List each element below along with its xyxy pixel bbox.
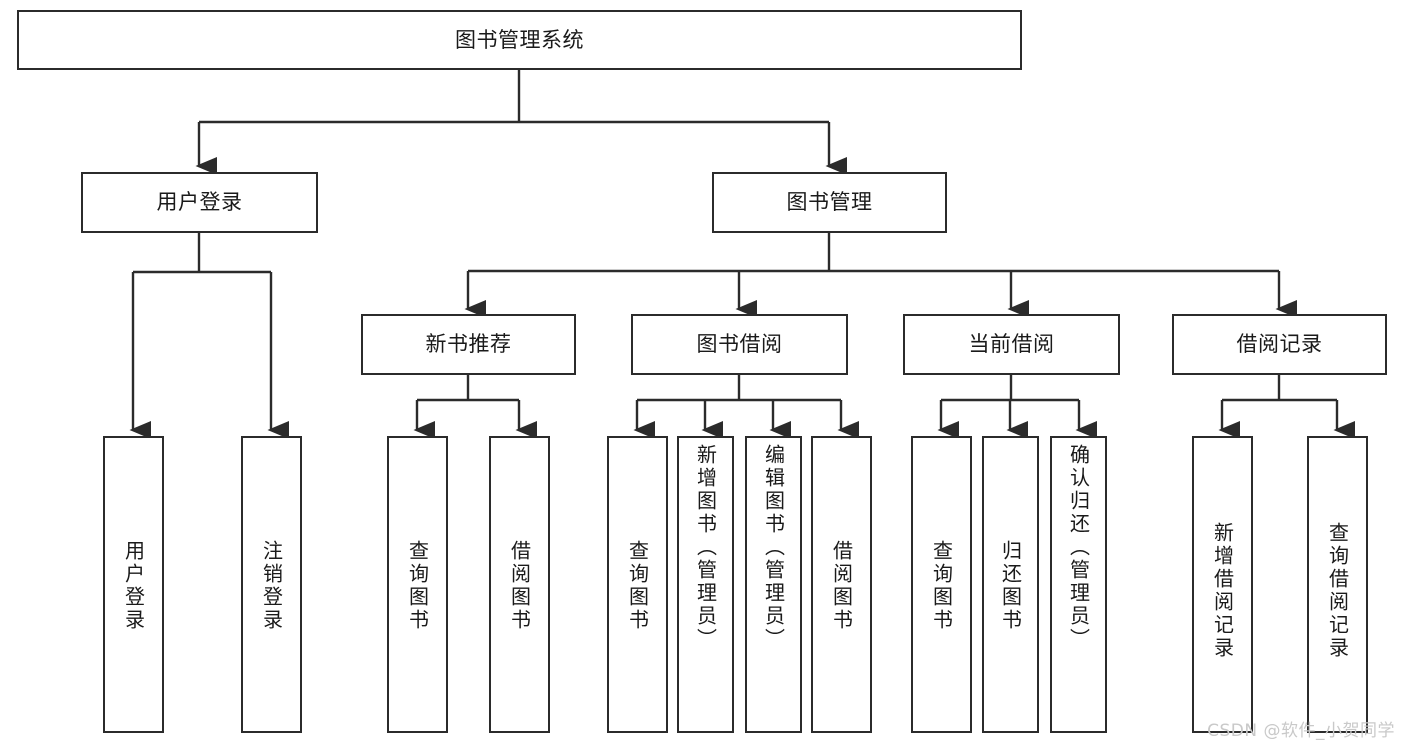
node-leaf-query-book-borrow-label: 查询图书 — [625, 540, 650, 632]
node-borrow-record-label: 借阅记录 — [1236, 332, 1323, 357]
node-leaf-user-login-label: 用户登录 — [121, 540, 146, 632]
node-leaf-confirm-return[interactable]: 确认归还（管理员） — [1050, 436, 1107, 733]
node-current-borrow[interactable]: 当前借阅 — [903, 314, 1120, 375]
node-root[interactable]: 图书管理系统 — [17, 10, 1022, 70]
node-leaf-return-book-label: 归还图书 — [998, 540, 1023, 632]
node-leaf-add-borrow-record[interactable]: 新增借阅记录 — [1192, 436, 1253, 733]
node-leaf-query-book-current-label: 查询图书 — [929, 540, 954, 632]
node-leaf-user-login[interactable]: 用户登录 — [103, 436, 164, 733]
node-leaf-query-borrow-record-label: 查询借阅记录 — [1325, 522, 1350, 660]
node-leaf-add-book[interactable]: 新增图书（管理员） — [677, 436, 734, 733]
node-book-borrow[interactable]: 图书借阅 — [631, 314, 848, 375]
node-new-book-recommend[interactable]: 新书推荐 — [361, 314, 576, 375]
node-leaf-logout-label: 注销登录 — [259, 540, 284, 632]
node-book-borrow-label: 图书借阅 — [696, 332, 783, 357]
node-leaf-lend-book-label: 借阅图书 — [829, 540, 854, 632]
node-leaf-borrow-book-recommend[interactable]: 借阅图书 — [489, 436, 550, 733]
node-book-management[interactable]: 图书管理 — [712, 172, 947, 233]
node-leaf-edit-book[interactable]: 编辑图书（管理员） — [745, 436, 802, 733]
node-leaf-add-borrow-record-label: 新增借阅记录 — [1210, 522, 1235, 660]
node-leaf-query-book-recommend-label: 查询图书 — [405, 540, 430, 632]
node-leaf-query-book-current[interactable]: 查询图书 — [911, 436, 972, 733]
node-current-borrow-label: 当前借阅 — [968, 332, 1055, 357]
node-leaf-query-book-recommend[interactable]: 查询图书 — [387, 436, 448, 733]
node-book-management-label: 图书管理 — [786, 190, 873, 215]
watermark-text: CSDN @软件_小贺同学 — [1207, 721, 1395, 741]
node-leaf-return-book[interactable]: 归还图书 — [982, 436, 1039, 733]
node-leaf-add-book-label: 新增图书（管理员） — [693, 444, 718, 651]
node-borrow-record[interactable]: 借阅记录 — [1172, 314, 1387, 375]
node-leaf-query-borrow-record[interactable]: 查询借阅记录 — [1307, 436, 1368, 733]
node-leaf-borrow-book-recommend-label: 借阅图书 — [507, 540, 532, 632]
node-leaf-lend-book[interactable]: 借阅图书 — [811, 436, 872, 733]
node-user-login[interactable]: 用户登录 — [81, 172, 318, 233]
node-root-label: 图书管理系统 — [455, 27, 584, 52]
node-new-book-recommend-label: 新书推荐 — [425, 332, 512, 357]
node-leaf-confirm-return-label: 确认归还（管理员） — [1066, 444, 1091, 651]
node-leaf-edit-book-label: 编辑图书（管理员） — [761, 444, 786, 651]
node-leaf-query-book-borrow[interactable]: 查询图书 — [607, 436, 668, 733]
node-leaf-logout[interactable]: 注销登录 — [241, 436, 302, 733]
node-user-login-label: 用户登录 — [156, 190, 243, 215]
